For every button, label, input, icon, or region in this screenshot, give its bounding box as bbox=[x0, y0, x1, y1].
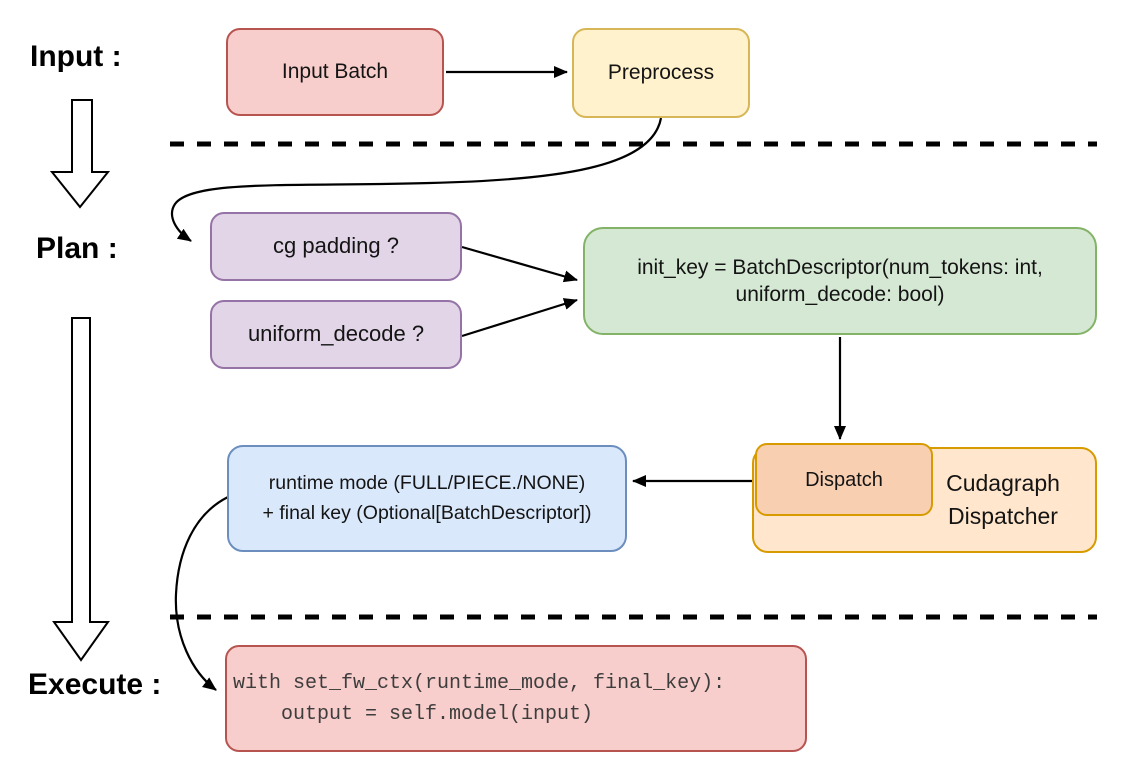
execute-section-label: Execute : bbox=[28, 668, 162, 701]
input-section-label: Input : bbox=[30, 40, 122, 73]
runtime-mode-line1: runtime mode (FULL/PIECE./NONE) bbox=[268, 472, 586, 495]
plan-section-label: Plan : bbox=[36, 232, 118, 265]
init-key-line2: uniform_decode: bool) bbox=[735, 283, 945, 306]
cg-padding-node: cg padding ? bbox=[210, 212, 462, 281]
runtime-mode-node: runtime mode (FULL/PIECE./NONE) + final … bbox=[227, 445, 627, 552]
cg-padding-label: cg padding ? bbox=[273, 233, 399, 259]
edge-uniformdecode-to-initkey bbox=[461, 298, 578, 338]
execute-code-line1: with set_fw_ctx(runtime_mode, final_key)… bbox=[233, 671, 726, 695]
edge-cgpadding-to-initkey bbox=[461, 245, 578, 283]
input-batch-label: Input Batch bbox=[281, 60, 389, 84]
input-batch-node: Input Batch bbox=[226, 28, 444, 116]
plan-stage-arrow-icon bbox=[52, 317, 110, 662]
edge-runtimemode-to-code bbox=[174, 496, 229, 691]
runtime-mode-line2: + final key (Optional[BatchDescriptor]) bbox=[262, 501, 592, 524]
execute-code-node: with set_fw_ctx(runtime_mode, final_key)… bbox=[225, 645, 807, 752]
init-key-line1: init_key = BatchDescriptor(num_tokens: i… bbox=[637, 255, 1043, 279]
uniform-decode-node: uniform_decode ? bbox=[210, 300, 462, 369]
dispatch-node: Dispatch bbox=[755, 443, 933, 516]
preprocess-node: Preprocess bbox=[572, 28, 750, 118]
execute-code-line2: output = self.model(input) bbox=[233, 702, 594, 726]
cudagraph-dispatcher-label: Cudagraph Dispatcher bbox=[946, 469, 1060, 529]
uniform-decode-label: uniform_decode ? bbox=[247, 321, 425, 347]
input-stage-arrow-icon bbox=[49, 99, 111, 209]
init-key-node: init_key = BatchDescriptor(num_tokens: i… bbox=[583, 227, 1097, 335]
edge-preprocess-to-cgpadding bbox=[170, 117, 663, 242]
dispatch-label: Dispatch bbox=[805, 468, 883, 491]
preprocess-label: Preprocess bbox=[607, 61, 715, 85]
